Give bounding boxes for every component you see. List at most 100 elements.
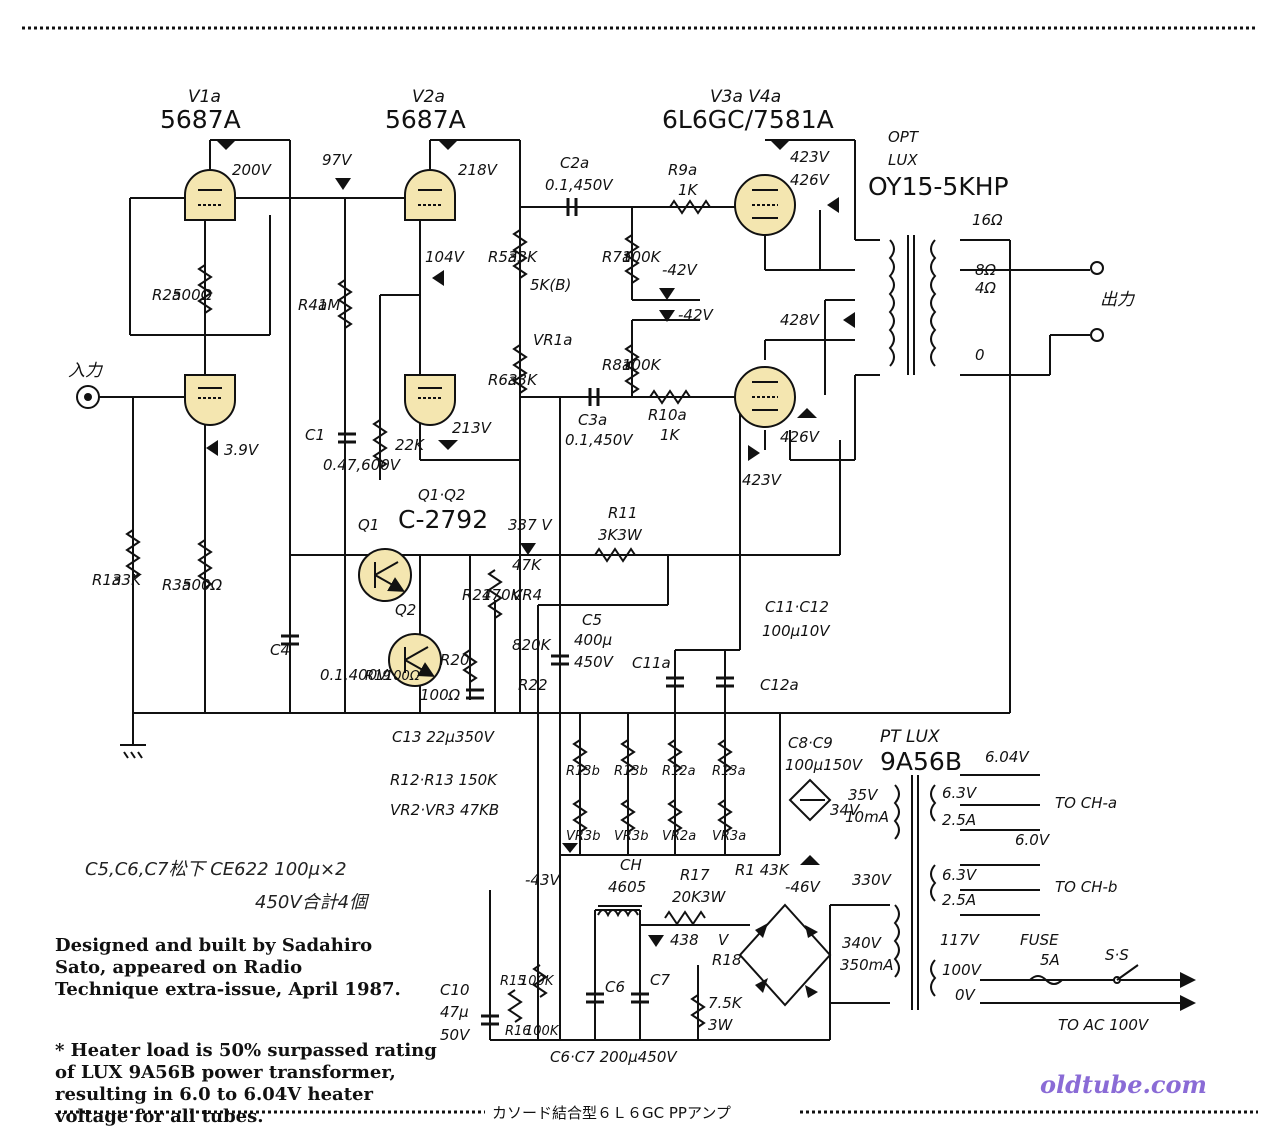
c3a: C3a bbox=[578, 411, 607, 429]
r18-val: 7.5K bbox=[708, 994, 743, 1012]
output-terminal-cold[interactable] bbox=[1090, 328, 1104, 342]
r7a: R7a bbox=[602, 248, 631, 266]
power-transformer bbox=[893, 775, 937, 1010]
v-v4-cath: 423V bbox=[742, 471, 783, 489]
pt-h1a: 2.5A bbox=[942, 811, 976, 829]
c5-val: 400μ bbox=[574, 631, 612, 649]
bridge-rectifier bbox=[738, 778, 832, 1007]
r17: R17 bbox=[680, 866, 710, 884]
r22: R22 bbox=[518, 676, 548, 694]
wiring bbox=[90, 139, 1180, 1041]
tube-internals bbox=[198, 189, 778, 677]
diagram-caption: カソード結合型６Ｌ６GC PPアンプ bbox=[488, 1102, 735, 1123]
r11-val: 3K3W bbox=[598, 526, 643, 544]
vr3a: VR3a bbox=[712, 829, 746, 844]
ac10ma: 10mA bbox=[845, 808, 889, 826]
r18-w: 3W bbox=[708, 1016, 734, 1034]
v-v2-mid: 104V bbox=[425, 248, 466, 266]
c2a: C2a bbox=[560, 154, 589, 172]
r22k: 22K bbox=[395, 436, 425, 454]
tube-v1a-upper bbox=[184, 169, 236, 221]
c3a-val: 0.1,450V bbox=[565, 431, 634, 449]
opt-brand: LUX bbox=[888, 151, 918, 169]
label-v1a: V1a bbox=[188, 87, 221, 107]
q12: Q1·Q2 bbox=[418, 486, 465, 504]
c2a-val: 0.1,450V bbox=[545, 176, 614, 194]
resistors bbox=[125, 199, 733, 1028]
c89: C8·C9 bbox=[788, 734, 833, 752]
c1112-val: 100μ10V bbox=[762, 622, 831, 640]
c6: C6 bbox=[605, 978, 625, 996]
site-watermark: oldtube.com bbox=[1040, 1070, 1207, 1099]
ch-val: 4605 bbox=[608, 878, 646, 896]
r8a-val: 100K bbox=[622, 356, 662, 374]
label-v2a: V2a bbox=[412, 87, 445, 107]
v-v1-plate: 200V bbox=[232, 161, 273, 179]
ch: CH bbox=[620, 856, 642, 874]
vr4: VR4 bbox=[512, 586, 542, 604]
pt-p117: 117V bbox=[940, 931, 981, 949]
v-b438v: V bbox=[718, 931, 730, 949]
c1: C1 bbox=[305, 426, 325, 444]
v-v2-plate: 218V bbox=[458, 161, 499, 179]
v-bias2: -42V bbox=[678, 306, 714, 324]
output-terminal-hot[interactable] bbox=[1090, 261, 1104, 275]
r13b: R13b bbox=[566, 764, 600, 779]
pt-h2v: 6.3V bbox=[942, 866, 978, 884]
r11: R11 bbox=[608, 504, 638, 522]
input-label: 入力 bbox=[68, 361, 104, 381]
c89-val: 100μ150V bbox=[785, 756, 864, 774]
v-neg46: -46V bbox=[785, 878, 821, 896]
pt-label: PT LUX bbox=[880, 727, 940, 747]
caps-note-2: 450V合計4個 bbox=[255, 892, 368, 913]
caps-note: C5,C6,C7松下 CE622 100μ×2 bbox=[85, 859, 347, 880]
r10a: R10a bbox=[648, 406, 687, 424]
output-label: 出力 bbox=[1100, 290, 1136, 310]
label-v34: V3a V4a bbox=[710, 87, 781, 107]
r17-val: 20K3W bbox=[672, 888, 726, 906]
v-hv330: 330V bbox=[852, 871, 893, 889]
r21: R21 bbox=[462, 586, 492, 604]
r16-val: 100K bbox=[525, 1024, 560, 1039]
c10-val: 47μ bbox=[440, 1003, 469, 1021]
input-jack-center bbox=[84, 393, 92, 401]
tube-v1a-lower bbox=[184, 374, 236, 426]
c10-v: 50V bbox=[440, 1026, 471, 1044]
q2: Q2 bbox=[395, 601, 416, 619]
pt-h1v: 6.3V bbox=[942, 784, 978, 802]
vr23: VR2·VR3 47KB bbox=[390, 801, 499, 819]
opt-label: OPT bbox=[888, 128, 920, 146]
v34v: 34V bbox=[830, 801, 861, 819]
r4a-val: 1M bbox=[318, 296, 341, 314]
r1a-val: 33K bbox=[112, 571, 142, 589]
capacitors bbox=[281, 198, 734, 1026]
c10: C10 bbox=[440, 981, 470, 999]
vr1-val: 5K(B) bbox=[530, 276, 571, 294]
v-v2-cath: 213V bbox=[452, 419, 493, 437]
r15-val: 100K bbox=[520, 974, 555, 989]
labels: V1a 5687A V2a 5687A V3a V4a 6L6GC/7581A … bbox=[68, 87, 1150, 1066]
c67: C6·C7 200μ450V bbox=[550, 1048, 678, 1066]
v-heat60: 6.0V bbox=[1015, 831, 1051, 849]
pt-hva: 350mA bbox=[840, 956, 894, 974]
v-v2-grid: 97V bbox=[322, 151, 353, 169]
to-chb: TO CH-b bbox=[1055, 878, 1117, 896]
vr1a: VR1a bbox=[533, 331, 572, 349]
heater-note: * Heater load is 50% surpassed rating of… bbox=[55, 1040, 437, 1127]
transistor-q1 bbox=[358, 548, 412, 602]
v-v3-screen: 423V bbox=[790, 148, 831, 166]
v-neg43: -43V bbox=[525, 871, 561, 889]
r1a: R1a bbox=[92, 571, 121, 589]
r4a: R4a bbox=[298, 296, 327, 314]
r13a: R13a bbox=[712, 764, 746, 779]
r6a: R6a bbox=[488, 371, 517, 389]
tubes bbox=[184, 169, 796, 687]
to-ac: TO AC 100V bbox=[1058, 1016, 1150, 1034]
tube-v2a-lower bbox=[404, 374, 456, 426]
opt-16: 16Ω bbox=[972, 211, 1003, 229]
v-v4-screen: 426V bbox=[780, 428, 821, 446]
v-b438: 438 bbox=[670, 931, 699, 949]
v-bias1: -42V bbox=[662, 261, 698, 279]
r21-val: 470K bbox=[482, 586, 522, 604]
